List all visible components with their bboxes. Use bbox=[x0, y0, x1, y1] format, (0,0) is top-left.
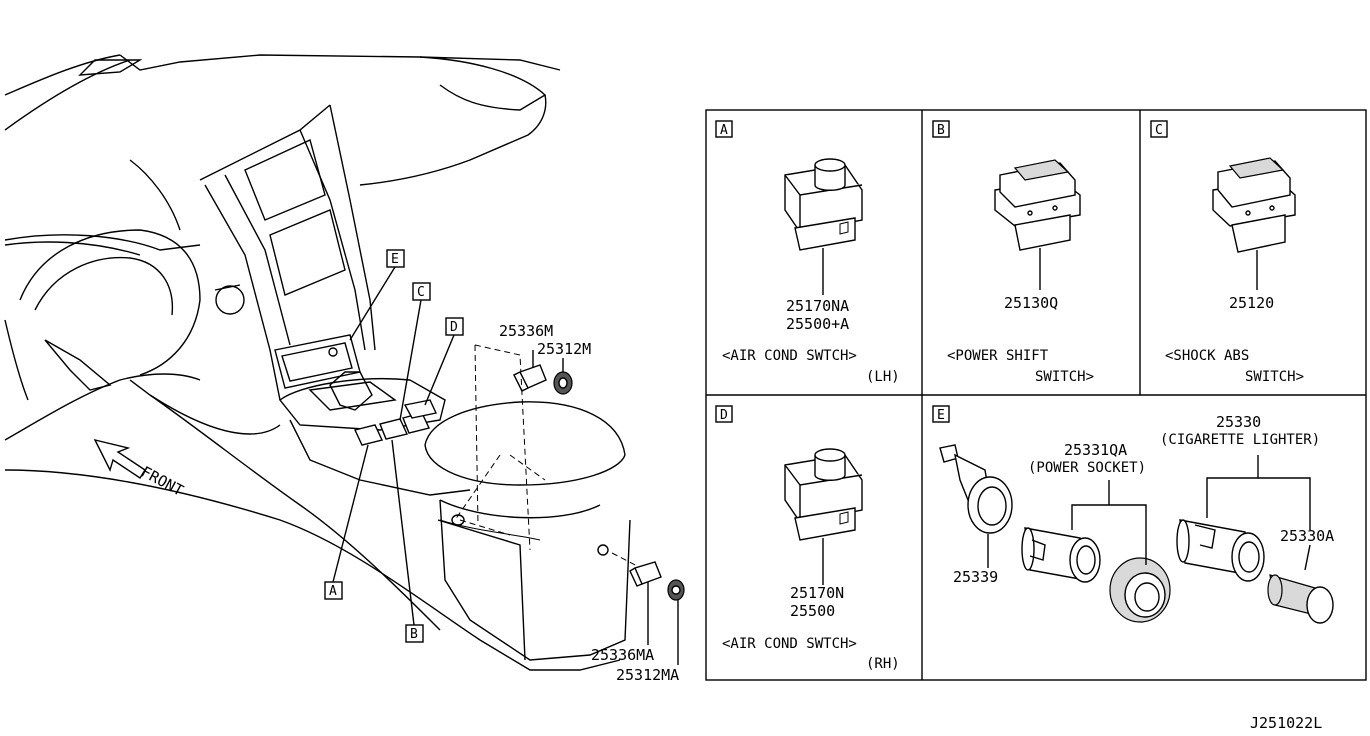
panel-e-lighter-caption: (CIGARETTE LIGHTER) bbox=[1160, 432, 1320, 448]
panel-e-socket-part: 25331QA bbox=[1064, 441, 1127, 459]
callout-b: B bbox=[410, 627, 418, 642]
callout-d: D bbox=[450, 320, 458, 335]
panel-b-tag: B bbox=[937, 123, 945, 138]
front-label: FRONT bbox=[138, 463, 186, 500]
socket-ring bbox=[939, 444, 1013, 534]
center-console-illustration bbox=[4, 54, 646, 671]
panel-d-caption-1: <AIR COND SWTCH> bbox=[722, 636, 857, 652]
panel-d-tag: D bbox=[720, 408, 728, 423]
air-cond-switch-lh bbox=[784, 158, 863, 251]
panel-d-part-2: 25500 bbox=[790, 602, 835, 620]
detail-grid bbox=[705, 109, 1367, 681]
diagram-code: J251022L bbox=[1250, 714, 1322, 732]
panel-a: A 25170NA 25500+A <AIR COND SWTCH> (LH) bbox=[715, 120, 900, 385]
part-25312m: 25312M bbox=[537, 340, 591, 358]
panel-e-tag: E bbox=[937, 408, 945, 423]
callout-a: A bbox=[329, 584, 337, 599]
panel-c-tag: C bbox=[1155, 123, 1163, 138]
cigarette-lighter-socket bbox=[1176, 519, 1265, 582]
panel-e-socket-caption: (POWER SOCKET) bbox=[1028, 460, 1146, 476]
panel-b-caption-2: SWITCH> bbox=[1035, 369, 1094, 385]
power-shift-switch bbox=[994, 159, 1081, 251]
panel-e-knob-part: 25330A bbox=[1280, 527, 1334, 545]
panel-d-caption-2: (RH) bbox=[866, 656, 900, 672]
overview-lower-socket-parts: 25336MA 25312MA bbox=[591, 561, 685, 684]
panel-b: B 25130Q <POWER SHIFT SWITCH> bbox=[932, 120, 1094, 385]
console-switch-cluster bbox=[354, 399, 438, 446]
panel-e-lighter-part: 25330 bbox=[1216, 413, 1261, 431]
panel-e-ring-part: 25339 bbox=[953, 568, 998, 586]
part-25312ma: 25312MA bbox=[616, 666, 679, 684]
panel-a-part-2: 25500+A bbox=[786, 315, 849, 333]
callout-c: C bbox=[417, 285, 425, 300]
panel-a-tag: A bbox=[720, 123, 728, 138]
panel-d: D 25170N 25500 <AIR COND SWTCH> (RH) bbox=[715, 405, 900, 672]
panel-b-caption-1: <POWER SHIFT bbox=[947, 348, 1049, 364]
panel-b-part-1: 25130Q bbox=[1004, 294, 1058, 312]
cigarette-lighter-knob bbox=[1267, 574, 1334, 624]
overview-callouts: E C D A B bbox=[324, 249, 464, 643]
part-25336ma: 25336MA bbox=[591, 646, 654, 664]
panel-a-part-1: 25170NA bbox=[786, 297, 849, 315]
panel-c-caption-2: SWITCH> bbox=[1245, 369, 1304, 385]
overview-upper-socket-parts: 25336M 25312M bbox=[499, 322, 591, 395]
shock-abs-switch bbox=[1212, 157, 1296, 253]
panel-a-caption-2: (LH) bbox=[866, 369, 900, 385]
callout-e: E bbox=[391, 252, 399, 267]
front-arrow: FRONT bbox=[93, 438, 186, 500]
air-cond-switch-rh bbox=[784, 448, 863, 541]
panel-c: C 25120 <SHOCK ABS SWITCH> bbox=[1150, 120, 1304, 385]
panel-a-caption-1: <AIR COND SWTCH> bbox=[722, 348, 857, 364]
panel-c-caption-1: <SHOCK ABS bbox=[1165, 348, 1249, 364]
part-25336m: 25336M bbox=[499, 322, 553, 340]
panel-c-part-1: 25120 bbox=[1229, 294, 1274, 312]
panel-d-part-1: 25170N bbox=[790, 584, 844, 602]
panel-e: E 25339 25331QA (POWER SOCKET) bbox=[932, 405, 1334, 624]
power-socket bbox=[1021, 527, 1171, 623]
